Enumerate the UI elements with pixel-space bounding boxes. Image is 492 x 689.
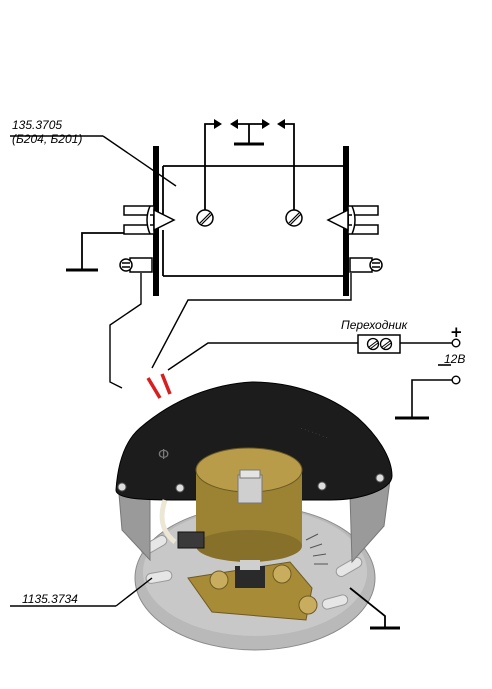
voltage-label: 12В	[444, 352, 466, 366]
right-terminal-tabs	[326, 205, 379, 235]
signal-wires	[109, 273, 358, 389]
block-body-outline	[162, 165, 345, 277]
plus-sign: +	[450, 323, 463, 341]
coil-variants-label: (Б204, Б201)	[12, 132, 83, 146]
left-screw-icon	[196, 209, 214, 227]
adapter-label: Переходник	[341, 318, 408, 332]
brass-drum	[195, 447, 303, 562]
contact-gap-symbol	[204, 119, 295, 210]
coil-model-label: 135.3705	[12, 118, 63, 132]
black-cap	[115, 381, 393, 501]
right-screw-terminal	[349, 257, 383, 273]
nameplate-mark: Ф	[158, 448, 170, 463]
adapter-screw-right-icon	[379, 337, 393, 351]
adapter-screw-left-icon	[366, 337, 380, 351]
red-lead-2	[160, 373, 172, 395]
brass-bracket	[187, 560, 318, 621]
left-screw-terminal	[119, 257, 153, 273]
sensor-ground-symbol	[349, 587, 400, 630]
sensor-model-label: 1135.3734	[22, 592, 78, 606]
timing-scale	[305, 533, 328, 565]
coil-leader-diag	[102, 135, 177, 187]
sensor-assembly: · · · · · · · ·	[115, 373, 393, 651]
block-ground-symbol	[66, 232, 124, 272]
plus-lead	[400, 338, 461, 348]
sensor-leader	[10, 577, 153, 607]
right-screw-icon	[285, 209, 303, 227]
left-terminal-tabs	[123, 205, 176, 235]
red-lead-1	[146, 377, 162, 399]
minus-lead-ground	[395, 364, 461, 420]
adapter-block	[357, 334, 401, 354]
